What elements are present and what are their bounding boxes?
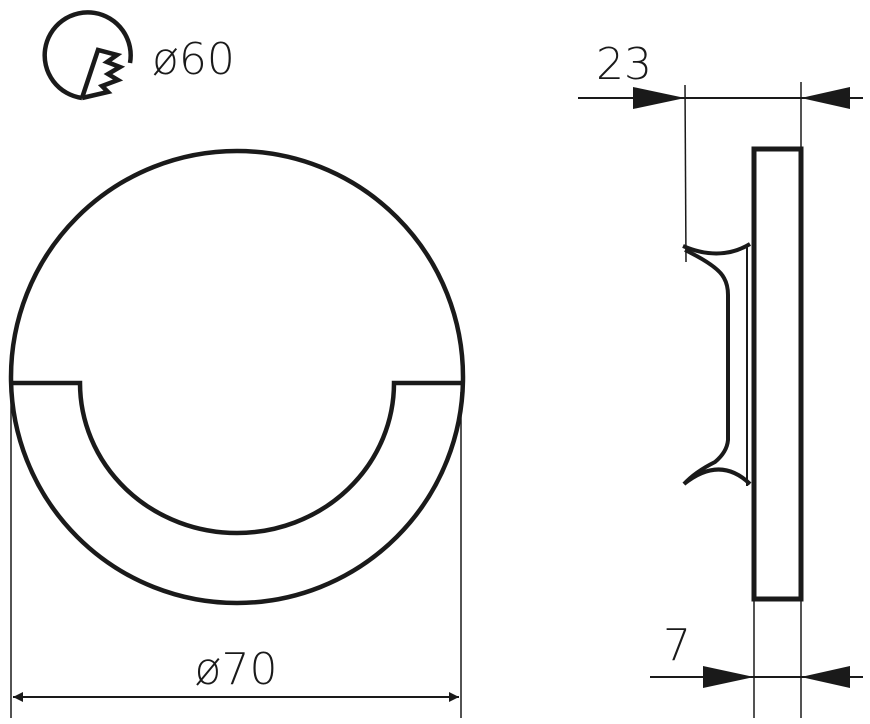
hole-saw-cutout-icon — [42, 10, 133, 101]
thickness-dimension — [650, 600, 863, 718]
face-plate — [751, 146, 804, 602]
lower-cutaway — [11, 380, 463, 536]
outer-diameter-label: ø70 — [195, 644, 278, 695]
side-view — [682, 146, 804, 602]
cutout-diameter-label: ø60 — [152, 34, 235, 85]
depth-label: 23 — [596, 39, 652, 90]
front-view — [8, 148, 466, 606]
thickness-label: 7 — [663, 620, 691, 671]
outer-diameter-dimension — [10, 392, 462, 718]
depth-dimension — [578, 82, 863, 263]
outer-ring — [8, 148, 466, 606]
